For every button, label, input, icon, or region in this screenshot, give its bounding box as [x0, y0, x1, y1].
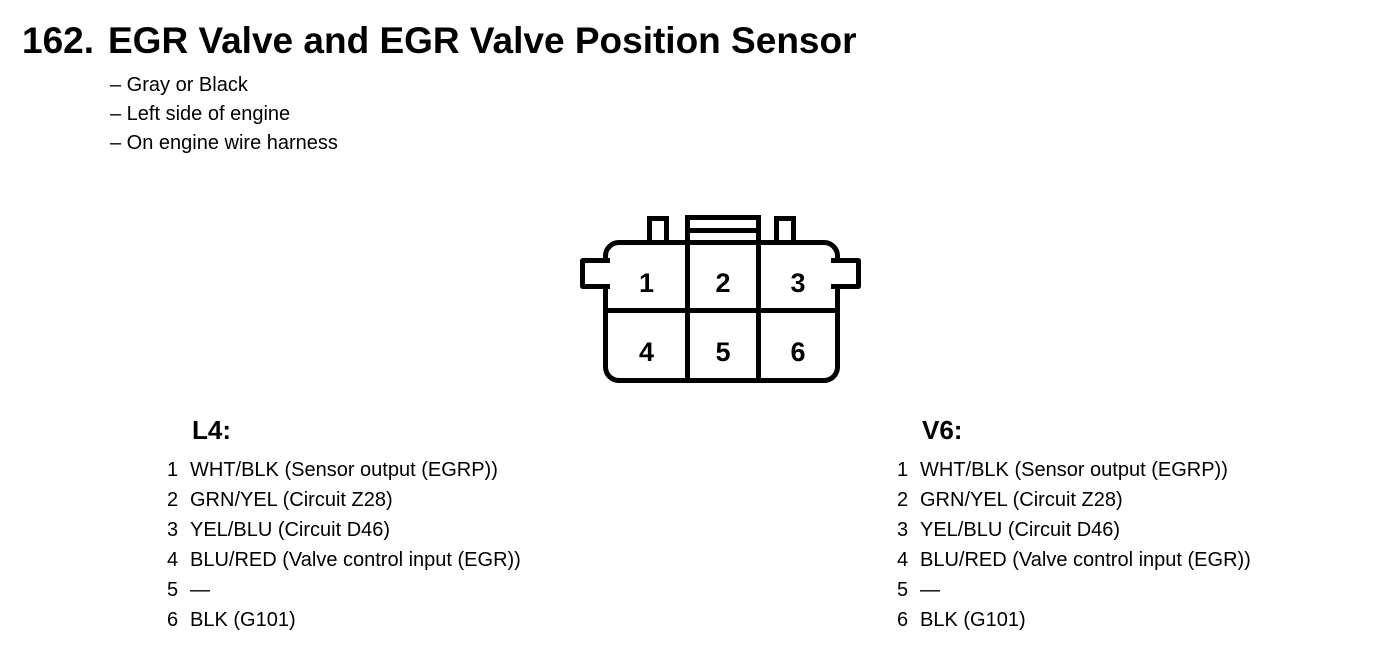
section-label: L4:	[192, 415, 231, 445]
pin-row: 4 BLU/RED (Valve control input (EGR))	[167, 545, 521, 575]
pin-row: 2 GRN/YEL (Circuit Z28)	[167, 485, 521, 515]
pin-row: 4 BLU/RED (Valve control input (EGR))	[897, 545, 1251, 575]
index-tab-left	[647, 216, 669, 240]
pin-cavity-1: 1	[638, 267, 655, 298]
pin-description: WHT/BLK (Sensor output (EGRP))	[190, 459, 498, 481]
note-item: – Left side of engine	[110, 103, 291, 125]
pin-row: 5—	[897, 575, 1251, 605]
pin-number: 4	[897, 549, 909, 571]
latch-tab	[685, 215, 761, 240]
cavity-divider-horizontal	[608, 308, 835, 313]
pin-number: 4	[167, 549, 179, 571]
item-number: 162.	[22, 20, 95, 61]
latch-rib	[690, 228, 756, 233]
connector-notes: – Gray or Black – Left side of engine – …	[110, 71, 338, 158]
note-item: – Gray or Black	[110, 74, 248, 96]
pin-cavity-3: 3	[790, 267, 806, 298]
pin-description: BLU/RED (Valve control input (EGR))	[920, 549, 1251, 571]
connector-body: 1 2 3 4 5 6	[603, 240, 840, 383]
pin-description: GRN/YEL (Circuit Z28)	[190, 489, 393, 511]
pin-row: 6 BLK (G101)	[167, 605, 521, 635]
pin-row: 1 WHT/BLK (Sensor output (EGRP))	[167, 455, 521, 485]
pin-number: 5	[167, 579, 179, 601]
pin-number: 1	[167, 459, 179, 481]
pin-description: WHT/BLK (Sensor output (EGRP))	[920, 459, 1228, 481]
pin-number: 3	[897, 519, 909, 541]
pin-description: BLK (G101)	[920, 609, 1026, 631]
pin-row: 1 WHT/BLK (Sensor output (EGRP))	[897, 455, 1251, 485]
section-label: V6:	[922, 415, 963, 445]
pin-description: BLU/RED (Valve control input (EGR))	[190, 549, 521, 571]
mounting-ear-right	[831, 258, 861, 289]
pin-description: YEL/BLU (Circuit D46)	[190, 519, 391, 541]
note-item: – On engine wire harness	[110, 132, 338, 154]
pin-cavity-5: 5	[715, 336, 731, 367]
pin-cavity-6: 6	[790, 336, 806, 367]
pin-row: 2 GRN/YEL (Circuit Z28)	[897, 485, 1251, 515]
pin-description: —	[190, 579, 210, 601]
index-tab-right	[774, 216, 796, 240]
page-heading: 162. EGR Valve and EGR Valve Position Sen…	[22, 22, 857, 59]
pin-number: 2	[167, 489, 179, 511]
page-title: EGR Valve and EGR Valve Position Sensor	[108, 20, 857, 61]
pin-number: 6	[897, 609, 909, 631]
pin-row: 3 YEL/BLU (Circuit D46)	[167, 515, 521, 545]
pin-row: 3 YEL/BLU (Circuit D46)	[897, 515, 1251, 545]
pin-number: 5	[897, 579, 909, 601]
pin-row: 5—	[167, 575, 521, 605]
pin-row: 6 BLK (G101)	[897, 605, 1251, 635]
pin-description: GRN/YEL (Circuit Z28)	[920, 489, 1123, 511]
pin-description: BLK (G101)	[190, 609, 296, 631]
pin-description: YEL/BLU (Circuit D46)	[920, 519, 1121, 541]
pin-number: 1	[897, 459, 909, 481]
pin-cavity-2: 2	[715, 267, 731, 298]
pin-number: 3	[167, 519, 179, 541]
section-v6: V6: 1 WHT/BLK (Sensor output (EGRP)) 2 GRN…	[897, 417, 1251, 635]
section-l4: L4: 1 WHT/BLK (Sensor output (EGRP)) 2 GRN…	[167, 417, 521, 635]
mounting-ear-left	[580, 258, 610, 289]
pin-description: —	[920, 579, 940, 601]
pin-cavity-4: 4	[638, 336, 655, 367]
pin-number: 2	[897, 489, 909, 511]
pin-number: 6	[167, 609, 179, 631]
